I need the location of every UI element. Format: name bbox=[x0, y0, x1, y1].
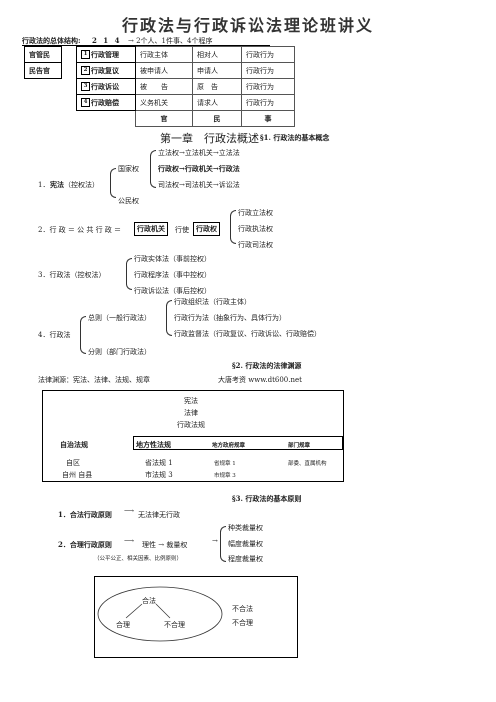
sources-l3: 行政法规 bbox=[177, 421, 205, 429]
summary-label: 行政法的总体结构: bbox=[22, 36, 81, 45]
concept-4-r2: 行政行为法（抽象行为、具体行为） bbox=[174, 314, 286, 322]
concept-1-line3: 司法权→司法机关→诉讼法 bbox=[158, 181, 240, 189]
concept-1-guojia: 国家权 bbox=[118, 165, 139, 173]
sources-l2: 法律 bbox=[184, 409, 198, 417]
diagram-out2: 不合理 bbox=[232, 619, 253, 627]
principle-1-tail: 无法律无行政 bbox=[138, 511, 180, 519]
table-row: 官 民 事 bbox=[25, 110, 295, 127]
sources-d4: 部委、直属机构 bbox=[288, 461, 327, 467]
section-2-line: 法律渊源：宪法、法律、法规、规章 bbox=[38, 376, 150, 384]
sources-d3a: 省规章 1 bbox=[214, 461, 236, 467]
sources-c4: 部门规章 bbox=[288, 443, 311, 449]
concept-4-r1: 行政组织法（行政主体） bbox=[174, 298, 251, 306]
concept-1-head: 宪法 bbox=[50, 180, 64, 189]
principle-2-r1: 种类裁量权 bbox=[228, 524, 263, 532]
summary-nums: 2 1 4 bbox=[92, 36, 122, 45]
table-cell: 民告官 bbox=[24, 62, 62, 79]
principle-2-paren: （公平公正、相关因素、比例原则） bbox=[94, 556, 183, 562]
diagram-top: 合法 bbox=[142, 597, 156, 605]
page-title: 行政法与行政诉讼法理论班讲义 bbox=[121, 16, 374, 35]
sources-d3b: 市规章 3 bbox=[214, 473, 236, 479]
concept-2-r2: 行政执法权 bbox=[238, 225, 273, 233]
concept-1-line2: 行政权→行政机关→行政法 bbox=[158, 164, 240, 173]
concept-1-paren: （控权法） bbox=[64, 181, 99, 189]
concept-4-sub: 分则（部门行政法） bbox=[88, 348, 151, 356]
concept-1-line1: 立法权→立法机关→立法法 bbox=[158, 149, 240, 157]
brace bbox=[166, 300, 172, 336]
chapter-title: 第一章 行政法概述 bbox=[160, 132, 259, 145]
concept-3-r3: 行政诉讼法（事后控权） bbox=[134, 287, 211, 295]
concept-3-r2: 行政程序法（事中控权） bbox=[134, 271, 211, 279]
concept-2-mid: 行使 bbox=[175, 226, 189, 234]
concept-2-r1: 行政立法权 bbox=[238, 209, 273, 217]
diagram-left: 合理 bbox=[116, 621, 130, 629]
concept-1-gongmin: 公民权 bbox=[118, 197, 139, 205]
arrow-long: ⟶ bbox=[124, 507, 135, 515]
principles-diagram-box bbox=[94, 576, 298, 658]
brace bbox=[110, 168, 116, 198]
concept-2-text: 2．行 政 ＝ 公 共 行 政 ＝ bbox=[38, 226, 122, 234]
arrow-long: ⟶ bbox=[124, 537, 135, 545]
concept-3-head: 3．行政法（控权法） bbox=[38, 271, 106, 279]
summary-underline bbox=[22, 45, 270, 46]
sources-c2: 地方性法规 bbox=[136, 440, 171, 449]
section-1-title: §1. 行政法的基本概念 bbox=[260, 133, 330, 142]
sources-d1a: 自区 bbox=[66, 459, 80, 467]
principle-2-r2: 幅度裁量权 bbox=[228, 540, 263, 548]
summary-desc: → 2个人、1件事、4个程序 bbox=[128, 37, 213, 45]
concept-4-head: 4．行政法 bbox=[38, 331, 71, 339]
concept-4-r3: 行政监督法（行政复议、行政诉讼、行政赔偿） bbox=[174, 330, 321, 338]
concept-4-general: 总则（一般行政法） bbox=[88, 314, 151, 322]
concept-3-r1: 行政实体法（事前控权） bbox=[134, 255, 211, 263]
arrow-right: → bbox=[212, 537, 218, 545]
concept-1-num: 1． bbox=[38, 181, 50, 189]
concept-2-r3: 行政司法权 bbox=[238, 241, 273, 249]
table-cell: 事 bbox=[241, 110, 295, 127]
brace bbox=[126, 258, 132, 290]
sources-l1: 宪法 bbox=[184, 397, 198, 405]
sources-d1b: 自州 自县 bbox=[62, 471, 93, 479]
sources-c3: 地方政府规章 bbox=[212, 443, 246, 449]
section-2-site: 大唐考资 www.dt600.net bbox=[218, 376, 302, 384]
sources-category-box bbox=[133, 436, 343, 450]
brace bbox=[80, 316, 86, 354]
sources-c1: 自治法规 bbox=[60, 440, 88, 449]
diagram-right: 不合理 bbox=[164, 621, 185, 629]
diagram-out1: 不合法 bbox=[232, 605, 253, 613]
principle-2-r3: 程度裁量权 bbox=[228, 555, 263, 563]
sources-box bbox=[42, 390, 344, 482]
principle-2-mid: 理性 → 裁量权 bbox=[142, 541, 188, 549]
concept-2-box1: 行政机关 bbox=[134, 222, 168, 236]
section-2-title: §2. 行政法的法律渊源 bbox=[232, 361, 302, 370]
principle-2-head: 2．合理行政原则 bbox=[58, 540, 112, 549]
brace bbox=[150, 150, 156, 188]
sources-d2a: 省法规 1 bbox=[145, 459, 173, 467]
concept-2-box2: 行政权 bbox=[193, 222, 220, 236]
section-3-title: §3. 行政法的基本原则 bbox=[232, 494, 302, 503]
brace bbox=[230, 210, 236, 244]
brace bbox=[220, 526, 226, 562]
sources-d2b: 市法规 3 bbox=[145, 471, 173, 479]
principle-1-head: 1．合法行政原则 bbox=[58, 510, 112, 519]
